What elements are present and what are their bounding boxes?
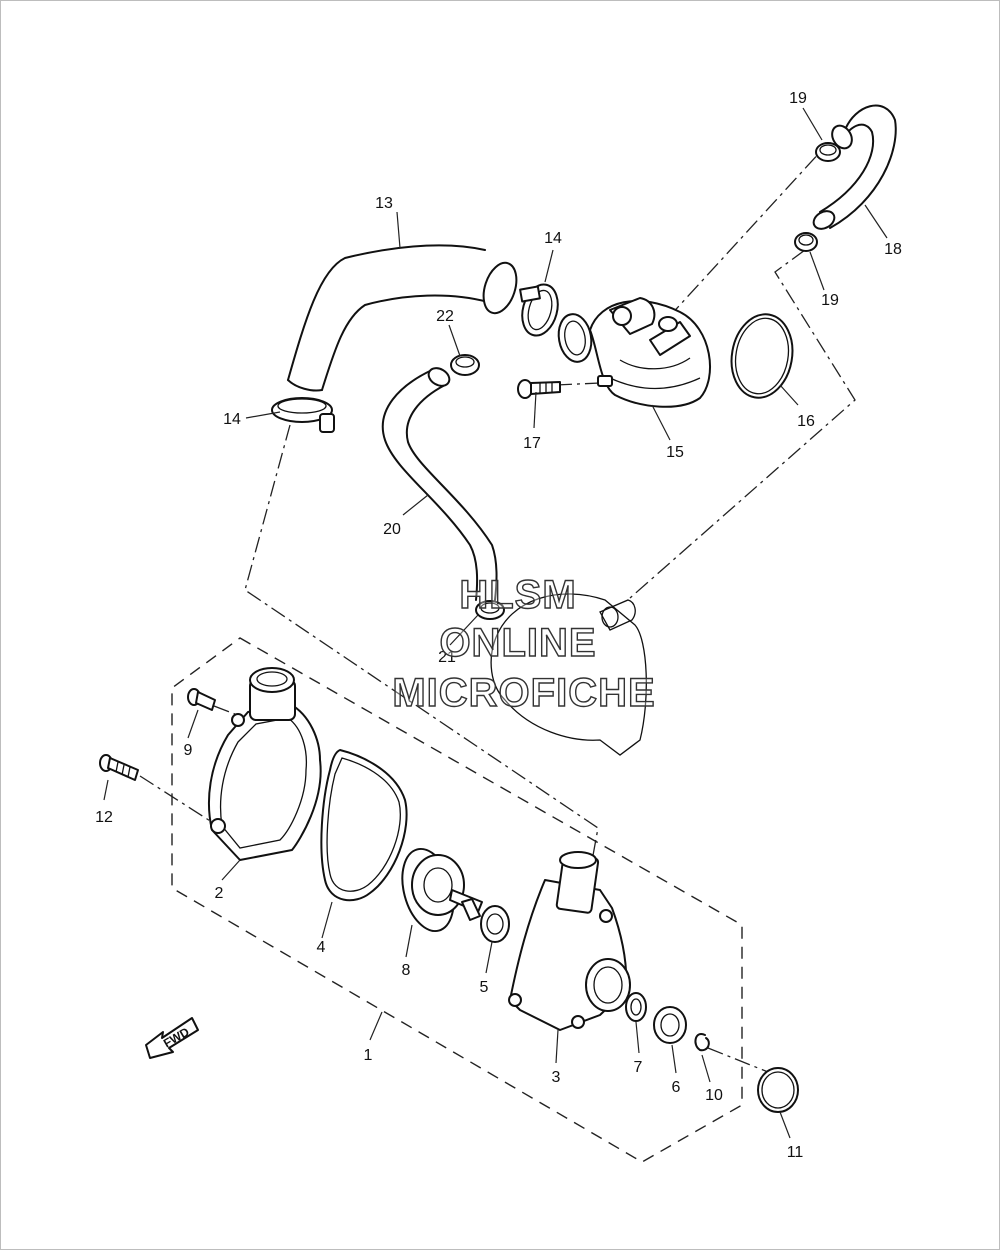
hose-20: [381, 367, 498, 601]
callout-18: 18: [884, 241, 902, 258]
callout-4: 4: [317, 939, 326, 956]
callout-3: 3: [552, 1069, 561, 1086]
o-ring-16: [730, 313, 794, 399]
bolt-12: [99, 754, 139, 781]
hose-18: [812, 104, 897, 230]
callout-8: 8: [402, 962, 411, 979]
clamp-22: [450, 354, 480, 376]
ring11-centre-line: [707, 1047, 769, 1073]
leader-lines: [103, 107, 888, 1139]
callout-11: 11: [787, 1144, 804, 1161]
fwd-arrow-icon: FWD: [145, 1017, 199, 1059]
watermark-line-3: MICROFICHE: [392, 671, 655, 715]
callout-17: 17: [523, 435, 541, 452]
hose13-centre-line: [244, 424, 599, 873]
clamp-14-upper: [519, 283, 559, 337]
pump-cover-2: [207, 667, 322, 861]
bolt-17: [517, 379, 561, 399]
bolt-9: [187, 688, 216, 711]
bearing-6: [653, 1006, 687, 1044]
callout-9: 9: [184, 742, 193, 759]
seal-5: [480, 905, 510, 943]
callout-16: 16: [797, 413, 815, 430]
callout-1: 1: [364, 1047, 373, 1064]
callout-19: 19: [789, 90, 807, 107]
callout-15: 15: [666, 444, 684, 461]
clamp-19-upper: [815, 142, 841, 162]
callout-6: 6: [672, 1079, 681, 1096]
hose19-centre-line: [667, 149, 823, 319]
clamp-21: [475, 600, 505, 620]
o-ring-11: [757, 1067, 799, 1113]
thermostat-housing-15: [557, 297, 712, 408]
watermark: HLSM ONLINE MICROFICHE: [392, 572, 656, 715]
gasket-4: [320, 749, 408, 902]
callout-10: 10: [705, 1087, 723, 1104]
callout-2: 2: [215, 885, 224, 902]
callout-19: 19: [821, 292, 839, 309]
callout-12: 12: [95, 809, 113, 826]
hose-13: [287, 244, 518, 392]
callout-5: 5: [480, 979, 489, 996]
watermark-line-1: HLSM: [459, 573, 576, 617]
circlip-10: [694, 1033, 710, 1052]
callout-14: 14: [223, 411, 241, 428]
impeller-8: [401, 847, 483, 933]
pump-housing-3: [508, 851, 631, 1031]
callout-22: 22: [436, 308, 454, 325]
bolt12-centre-line: [139, 775, 219, 827]
bolt17-centre-line: [555, 382, 601, 386]
watermark-line-2: ONLINE: [439, 621, 596, 665]
callout-21: 21: [438, 649, 456, 666]
clamp-14-lower: [271, 397, 335, 433]
callout-7: 7: [634, 1059, 643, 1076]
callout-13: 13: [375, 195, 393, 212]
callout-14: 14: [544, 230, 562, 247]
clamp-19-lower: [794, 232, 818, 252]
callout-20: 20: [383, 521, 401, 538]
engine-cover: [490, 593, 647, 756]
seal-7: [625, 992, 647, 1022]
